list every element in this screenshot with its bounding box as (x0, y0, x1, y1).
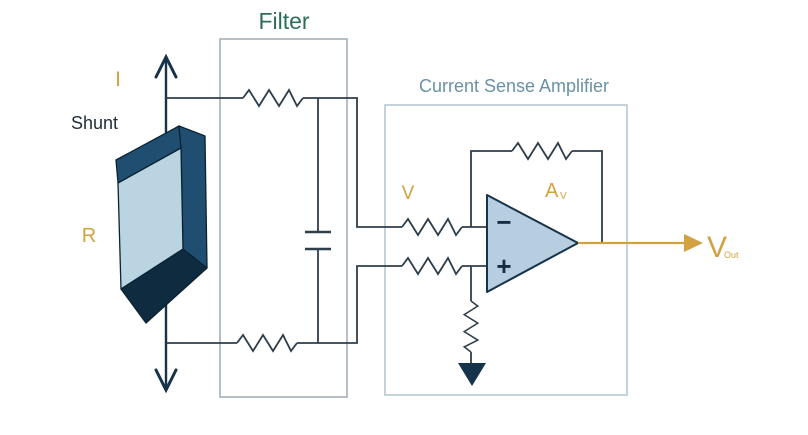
current-down-arrow-icon (154, 368, 178, 394)
capacitor-icon (305, 230, 331, 251)
opamp-noninverting-input-label: + (496, 251, 511, 281)
current-up-arrow-icon (154, 53, 178, 79)
shunt-label: Shunt (71, 113, 118, 133)
gain-label: A (545, 180, 559, 202)
bottom-wire-right (297, 265, 402, 344)
filter-bottom-resistor-icon (236, 334, 298, 352)
amplifier-title: Current Sense Amplifier (419, 76, 609, 96)
feedback-wire-right (572, 150, 603, 243)
vout-subscript: Out (724, 250, 739, 260)
shunt-bottom-face (120, 248, 208, 324)
opamp-inverting-input-label: − (496, 207, 511, 237)
filter-box (219, 38, 348, 398)
filter-top-resistor-icon (242, 89, 304, 107)
voltage-label: V (402, 183, 415, 204)
amplifier-box (384, 104, 628, 396)
inverting-input-resistor-icon (401, 218, 463, 236)
gain-subscript: V (560, 191, 567, 202)
resistance-label: R (82, 225, 96, 247)
output-arrow-icon (684, 234, 703, 252)
noninverting-input-resistor-icon (401, 257, 463, 275)
feedback-resistor-icon (511, 142, 573, 160)
filter-title: Filter (258, 8, 309, 34)
top-wire-right (303, 97, 402, 228)
ground-resistor-icon (463, 300, 479, 353)
ground-icon (458, 363, 486, 386)
opamp-triangle (486, 194, 579, 293)
vout-label: V (707, 231, 727, 264)
shunt-resistor-3d (115, 125, 208, 324)
current-label: I (115, 68, 121, 91)
feedback-wire-left (470, 150, 512, 227)
circuit-wires (166, 97, 603, 363)
